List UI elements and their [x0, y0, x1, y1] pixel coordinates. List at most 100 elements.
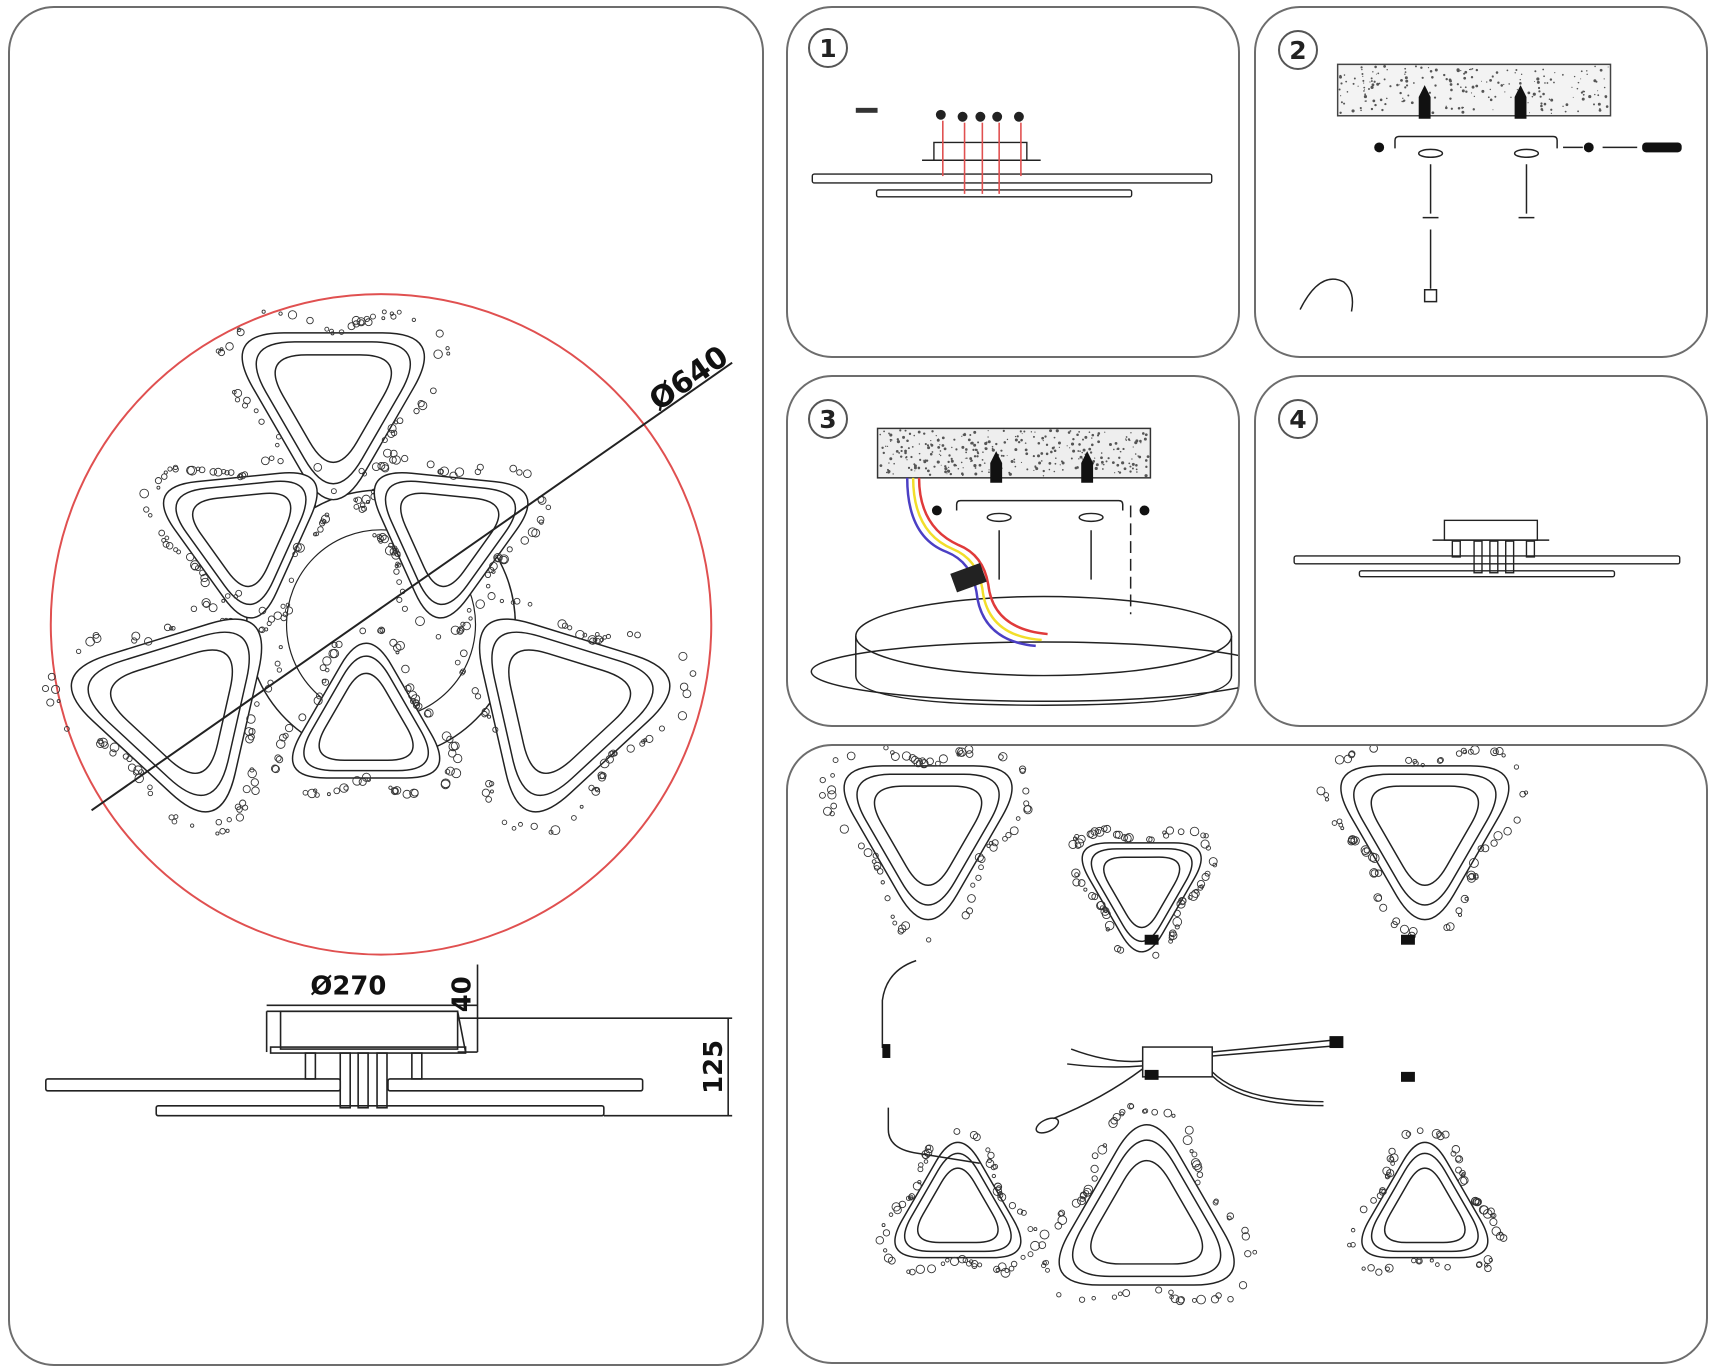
speckle-dot	[1078, 430, 1081, 433]
speckle-dot	[1088, 447, 1092, 451]
speckle-dot	[1134, 441, 1138, 445]
bubble-dot	[271, 765, 280, 774]
speckle-dot	[1532, 92, 1536, 96]
bubble-dot	[1475, 1261, 1483, 1269]
bubble-dot	[47, 672, 56, 681]
bubble-dot	[317, 526, 324, 533]
speckle-dot	[1095, 463, 1099, 467]
bubble-dot	[295, 543, 305, 553]
speckle-dot	[938, 438, 940, 440]
bubble-dot	[393, 568, 400, 575]
bubble-dot	[358, 505, 366, 513]
bubble-dot	[254, 701, 260, 707]
bubble-dot	[536, 515, 545, 524]
speckle-dot	[1434, 68, 1438, 72]
bubble-dot	[162, 540, 170, 548]
speckle-dot	[981, 458, 984, 461]
step-2-drawing	[1299, 63, 1682, 312]
bubble-dot	[1348, 835, 1356, 844]
bubble-dot	[396, 309, 402, 315]
bubble-dot	[278, 311, 283, 316]
speckle-dot	[887, 470, 891, 473]
bubble-dot	[997, 1262, 1007, 1272]
speckle-dot	[1116, 463, 1120, 467]
bubble-dot	[378, 532, 387, 541]
speckle-dot	[924, 467, 928, 470]
bubble-dot	[1127, 1102, 1134, 1110]
speckle-dot	[1107, 457, 1110, 460]
bubble-dot	[221, 598, 226, 603]
bubble-dot	[353, 504, 360, 510]
bubble-dot	[389, 449, 398, 458]
speckle-dot	[1404, 71, 1407, 74]
speckle-dot	[1020, 438, 1023, 442]
bubble-dot	[1090, 827, 1099, 836]
speckle-dot	[972, 448, 975, 451]
bubble-dot	[1018, 765, 1027, 773]
bubble-dot	[910, 755, 919, 764]
bubble-dot	[898, 1200, 907, 1209]
speckle-dot	[944, 470, 947, 474]
speckle-dot	[1404, 67, 1407, 70]
speckle-dot	[1055, 429, 1059, 433]
bubble-dot	[396, 596, 403, 603]
speckle-dot	[1097, 440, 1100, 444]
speckle-dot	[970, 441, 974, 445]
bubble-dot	[190, 560, 200, 571]
speckle-dot	[941, 444, 945, 447]
bubble-dot	[977, 1262, 983, 1268]
speckle-dot	[1060, 460, 1063, 463]
bubble-dot	[993, 1182, 1003, 1191]
bubble-dot	[1077, 1196, 1087, 1206]
bubble-dot	[194, 565, 201, 572]
bubble-dot	[1168, 938, 1173, 944]
bubble-dot	[450, 625, 460, 635]
bubble-dot	[438, 468, 444, 475]
bubble-dot	[1088, 829, 1098, 839]
speckle-dot	[1367, 87, 1370, 90]
bubble-dot	[1023, 800, 1030, 807]
bubble-dot	[582, 632, 588, 638]
speckle-dot	[1128, 462, 1131, 465]
bubble-dot	[1170, 1294, 1180, 1304]
bubble-dot	[1191, 1151, 1198, 1158]
bubble-dot	[1435, 1262, 1440, 1267]
speckle-dot	[1546, 82, 1549, 84]
bubble-dot	[324, 512, 330, 518]
speckle-dot	[1386, 68, 1388, 71]
bubble-dot	[462, 621, 471, 631]
bubble-dot	[1392, 917, 1401, 926]
speckle-dot	[975, 449, 978, 452]
speckle-dot	[1089, 451, 1093, 454]
bubble-dot	[897, 928, 904, 935]
bubble-dot	[857, 842, 865, 850]
speckle-dot	[1550, 98, 1554, 102]
speckle-dot	[1017, 440, 1021, 444]
bubble-dot	[967, 894, 976, 903]
bubble-dot	[1179, 897, 1187, 905]
speckle-dot	[1091, 437, 1093, 439]
bubble-dot	[1083, 1190, 1090, 1196]
speckle-dot	[930, 439, 932, 442]
speckle-dot	[1129, 439, 1131, 442]
speckle-dot	[1377, 72, 1380, 75]
speckle-dot	[1361, 68, 1363, 71]
speckle-dot	[1405, 84, 1409, 87]
bubble-dot	[471, 687, 479, 695]
bubble-dot	[217, 349, 226, 357]
bubble-dot	[445, 346, 450, 351]
speckle-dot	[941, 436, 945, 440]
speckle-dot	[987, 440, 991, 444]
speckle-dot	[1577, 110, 1579, 113]
bubble-dot	[938, 754, 948, 764]
speckle-dot	[927, 446, 931, 450]
speckle-dot	[991, 448, 995, 452]
speckle-dot	[1487, 96, 1490, 99]
step-3-badge: 3	[808, 399, 848, 439]
bubble-dot	[975, 874, 982, 881]
speckle-dot	[1414, 65, 1417, 68]
bubble-dot	[186, 552, 195, 562]
bubble-dot	[250, 778, 259, 787]
bubble-dot	[1002, 835, 1008, 842]
bubble-dot	[1162, 830, 1167, 835]
